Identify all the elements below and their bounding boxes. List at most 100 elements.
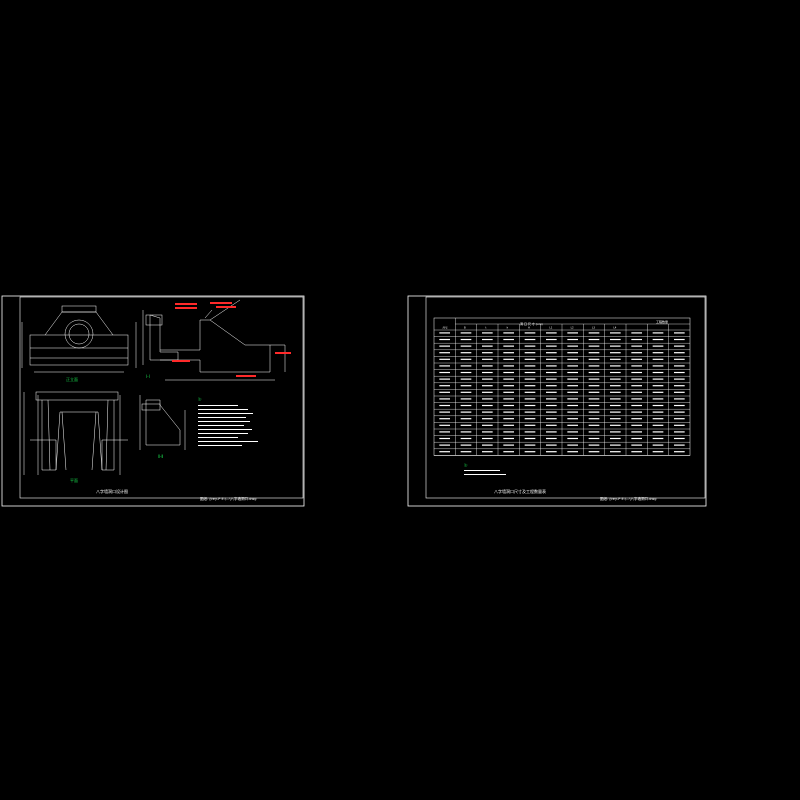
table-cell-mark: [631, 398, 642, 400]
table-cell-mark: [610, 378, 621, 380]
table-cell-mark: [439, 444, 450, 446]
table-cell-mark: [652, 378, 664, 380]
table-cell-mark: [460, 385, 472, 387]
table-cell-mark: [524, 418, 536, 420]
table-cell-mark: [652, 345, 664, 347]
table-cell-mark: [439, 371, 450, 374]
table-col-header: L2: [571, 326, 574, 330]
section-b-label: Ⅱ-Ⅱ: [158, 454, 163, 459]
table-cell-mark: [482, 404, 493, 407]
table-cell-mark: [524, 431, 536, 433]
table-cell-mark: [588, 431, 600, 433]
table-cell-mark: [610, 365, 621, 367]
table-cell-mark: [631, 371, 642, 374]
table-cell-mark: [610, 385, 621, 387]
table-cell-mark: [439, 352, 450, 354]
table-cell-mark: [503, 345, 514, 347]
table-cell-mark: [460, 365, 472, 367]
table-cell-mark: [503, 385, 514, 387]
table-cell-mark: [546, 378, 557, 380]
table-cell-mark: [588, 378, 600, 380]
table-cell-mark: [588, 411, 600, 413]
table-cell-mark: [460, 391, 472, 393]
front-elevation-label: 正立面: [66, 376, 78, 382]
table-cell-mark: [546, 338, 557, 341]
table-cell-mark: [652, 424, 664, 426]
table-cell-mark: [546, 431, 557, 433]
table-cell-mark: [631, 424, 642, 426]
table-cell-mark: [439, 424, 450, 426]
left-sheet: 正立面 平面 Ⅰ-Ⅰ: [1, 295, 305, 507]
section-b-drawing: [139, 395, 186, 450]
table-cell-mark: [546, 345, 557, 347]
table-cell-mark: [588, 424, 600, 426]
table-cell-mark: [631, 418, 642, 420]
table-cell-mark: [439, 358, 450, 360]
table-cell-mark: [524, 411, 536, 413]
table-cell-mark: [482, 385, 493, 387]
table-cell-mark: [674, 365, 685, 367]
left-sheet-path: 图纸: /jrey-P E:\...\八字墙洞口.dwg: [200, 496, 256, 501]
table-cell-mark: [588, 437, 600, 440]
table-cell-mark: [631, 391, 642, 393]
table-cell-mark: [610, 371, 621, 374]
section-a-drawing: [142, 310, 179, 365]
table-cell-mark: [588, 444, 600, 446]
table-cell-mark: [567, 352, 578, 354]
table-col-header: t: [485, 326, 486, 330]
table-cell-mark: [482, 391, 493, 393]
table-cell-mark: [588, 391, 600, 393]
table-cell-mark: [652, 451, 664, 453]
table-cell-mark: [460, 404, 472, 407]
table-cell-mark: [652, 391, 664, 393]
table-cell-mark: [610, 338, 621, 341]
table-cell-mark: [546, 404, 557, 407]
table-cell-mark: [482, 418, 493, 420]
table-cell-mark: [524, 332, 536, 334]
right-sheet-title: 八字墙洞口尺寸及工程数量表: [494, 488, 546, 494]
table-cell-mark: [439, 391, 450, 393]
table-cell-mark: [652, 431, 664, 433]
table-cell-mark: [610, 431, 621, 433]
table-cell-mark: [503, 338, 514, 341]
table-cell-mark: [503, 424, 514, 426]
table-cell-mark: [546, 451, 557, 453]
table-cell-mark: [567, 398, 578, 400]
table-cell-mark: [439, 378, 450, 380]
table-cell-mark: [524, 378, 536, 380]
longitudinal-section-drawing: [160, 299, 286, 381]
table-cell-mark: [546, 358, 557, 360]
table-cell-mark: [588, 404, 600, 407]
table-cell-mark: [439, 404, 450, 407]
table-cell-mark: [610, 418, 621, 420]
table-cell-mark: [482, 378, 493, 380]
table-cell-mark: [460, 424, 472, 426]
table-cell-mark: [588, 385, 600, 387]
table-cell-mark: [674, 411, 685, 413]
table-col-header: h: [507, 326, 509, 330]
table-header-group: 洞 口 尺 寸 (cm): [520, 321, 543, 326]
section-a-label: Ⅰ-Ⅰ: [146, 374, 150, 379]
table-col-header: B: [464, 326, 466, 330]
table-cell-mark: [546, 437, 557, 440]
table-cell-mark: [674, 385, 685, 387]
table-cell-mark: [482, 424, 493, 426]
table-cell-mark: [567, 411, 578, 413]
table-cell-mark: [567, 424, 578, 426]
table-cell-mark: [588, 358, 600, 360]
table-cell-mark: [674, 352, 685, 354]
table-cell-mark: [503, 365, 514, 367]
left-sheet-title: 八字墙洞口设计图: [96, 488, 128, 494]
table-cell-mark: [546, 385, 557, 387]
table-cell-mark: [674, 371, 685, 374]
table-cell-mark: [503, 404, 514, 407]
table-cell-mark: [567, 345, 578, 347]
table-cell-mark: [524, 338, 536, 341]
left-sheet-inner-frame: [19, 296, 304, 499]
table-cell-mark: [652, 358, 664, 360]
table-cell-mark: [503, 451, 514, 453]
table-col-header: H: [528, 326, 530, 330]
table-cell-mark: [524, 385, 536, 387]
table-cell-mark: [482, 444, 493, 446]
